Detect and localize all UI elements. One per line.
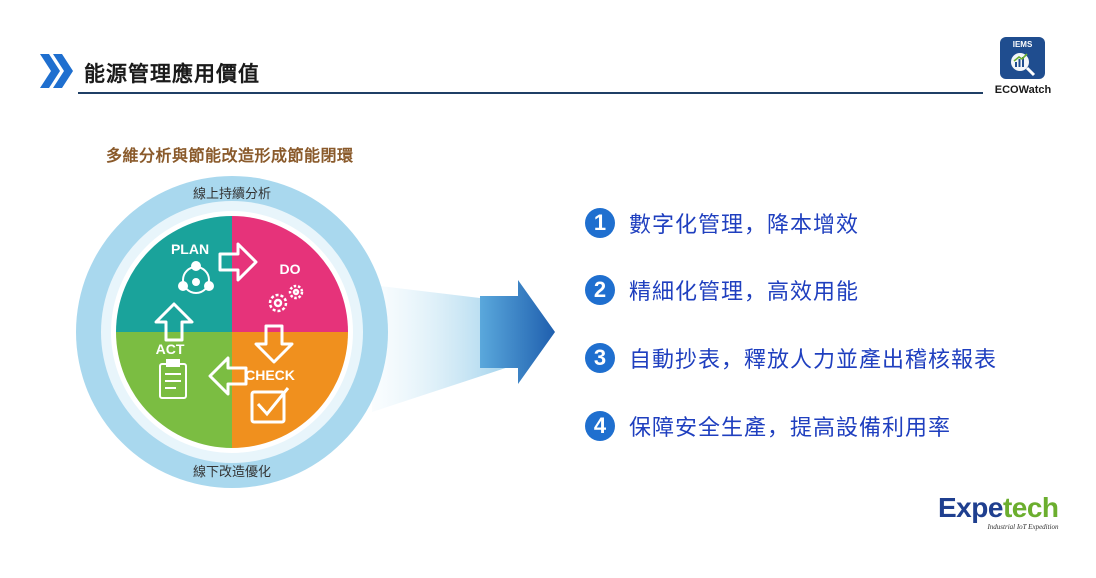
act-label: ACT xyxy=(156,341,185,357)
arrow-do-to-check xyxy=(254,324,294,364)
arrow-act-to-plan xyxy=(154,302,194,342)
magnifier-chart-icon xyxy=(1011,53,1036,77)
checkbox-icon xyxy=(250,387,290,424)
page-title: 能源管理應用價值 xyxy=(84,62,260,86)
brand-tagline: Industrial IoT Expedition xyxy=(987,523,1059,531)
do-label: DO xyxy=(280,261,301,277)
brand-part1: Expe xyxy=(938,492,1003,523)
benefit-text: 保障安全生產，提高設備利用率 xyxy=(629,416,952,441)
benefit-item-4: 4 保障安全生產，提高設備利用率 xyxy=(585,409,951,443)
benefit-text: 數字化管理，降本增效 xyxy=(629,213,860,238)
plan-label: PLAN xyxy=(171,241,209,257)
benefit-text: 精細化管理，高效用能 xyxy=(629,280,860,305)
title-chevron-icon xyxy=(40,54,73,88)
title-divider xyxy=(78,92,983,94)
arrow-check-to-act xyxy=(208,356,248,396)
check-label: CHECK xyxy=(245,367,295,383)
expetech-logo: Expetech Industrial IoT Expedition xyxy=(938,492,1059,532)
arrow-plan-to-do xyxy=(218,242,258,282)
brand-part2: tech xyxy=(1002,492,1059,523)
benefit-item-1: 1 數字化管理，降本增效 xyxy=(585,206,859,240)
clipboard-icon xyxy=(159,359,187,399)
benefit-text: 自動抄表，釋放人力並產出稽核報表 xyxy=(629,348,998,373)
number-badge: 2 xyxy=(585,275,615,305)
number-badge: 3 xyxy=(585,343,615,373)
number-badge: 4 xyxy=(585,411,615,441)
gears-icon xyxy=(268,284,304,313)
number-badge: 1 xyxy=(585,208,615,238)
big-arrow-icon xyxy=(480,280,555,384)
logo-badge-text: IEMS xyxy=(1012,40,1033,49)
people-network-icon xyxy=(178,261,214,294)
benefit-item-3: 3 自動抄表，釋放人力並產出稽核報表 xyxy=(585,341,997,375)
benefit-item-2: 2 精細化管理，高效用能 xyxy=(585,273,859,307)
ring-top-label: 線上持續分析 xyxy=(193,186,271,202)
iems-logo: IEMS xyxy=(1000,37,1045,79)
logo-caption: ECOWatch xyxy=(994,84,1052,96)
ring-bottom-label: 線下改造優化 xyxy=(193,464,271,480)
diagram-subtitle: 多維分析與節能改造形成節能閉環 xyxy=(106,146,354,165)
